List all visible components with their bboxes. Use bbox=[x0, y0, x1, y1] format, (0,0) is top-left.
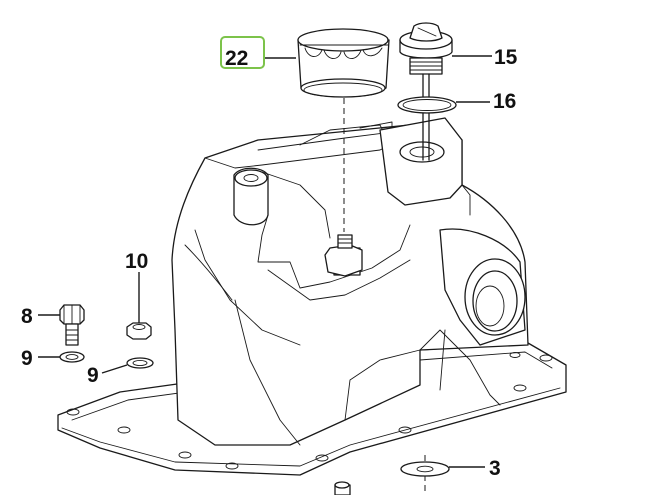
callout-22[interactable]: 22 bbox=[225, 47, 248, 70]
nut-part-10 bbox=[126, 322, 152, 340]
washer-part-9-left bbox=[59, 351, 85, 363]
transmission-housing bbox=[57, 117, 567, 476]
callout-22-highlight bbox=[220, 36, 265, 69]
washer-part-9-right bbox=[126, 357, 154, 369]
callout-16[interactable]: 16 bbox=[493, 90, 516, 113]
callout-3[interactable]: 3 bbox=[489, 457, 501, 480]
callout-15[interactable]: 15 bbox=[494, 46, 518, 69]
bolt-part-8 bbox=[59, 304, 85, 346]
filler-cap-part-15 bbox=[399, 22, 453, 161]
washer-part-3 bbox=[400, 461, 450, 477]
callout-9-left[interactable]: 9 bbox=[21, 347, 33, 370]
drain-plug bbox=[334, 481, 351, 495]
callout-9-right[interactable]: 9 bbox=[87, 364, 99, 387]
callout-8[interactable]: 8 bbox=[21, 305, 33, 328]
callout-10[interactable]: 10 bbox=[125, 250, 148, 273]
oil-filter-part-22 bbox=[297, 28, 390, 98]
leader-9-right bbox=[101, 364, 128, 374]
o-ring-part-16 bbox=[397, 96, 457, 114]
